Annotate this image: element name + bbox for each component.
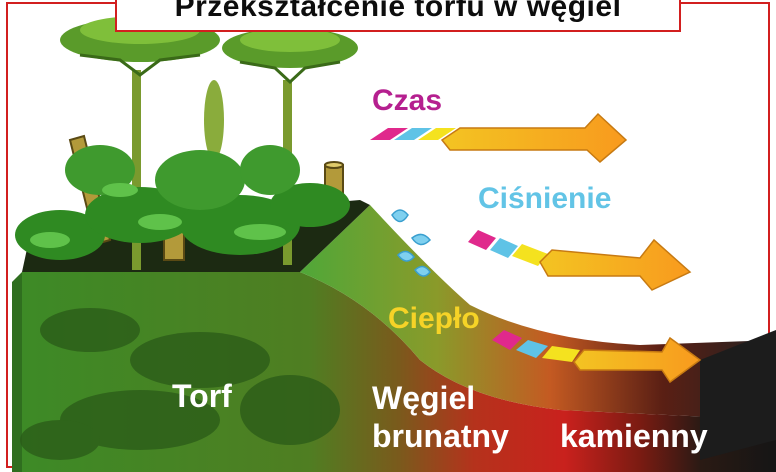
diagram-title: Przekształcenie torfu w węgiel bbox=[117, 0, 679, 22]
arrow-time bbox=[370, 114, 626, 162]
label-hard-coal: kamienny bbox=[560, 418, 708, 455]
label-pressure: Ciśnienie bbox=[478, 182, 611, 216]
label-heat: Ciepło bbox=[388, 302, 480, 336]
label-peat: Torf bbox=[172, 378, 232, 415]
label-lignite-line2: brunatny bbox=[372, 418, 509, 455]
arrow-pressure bbox=[468, 230, 690, 290]
title-box: Przekształcenie torfu w węgiel bbox=[115, 0, 681, 32]
label-time: Czas bbox=[372, 84, 442, 118]
label-lignite-line1: Węgiel bbox=[372, 380, 475, 417]
